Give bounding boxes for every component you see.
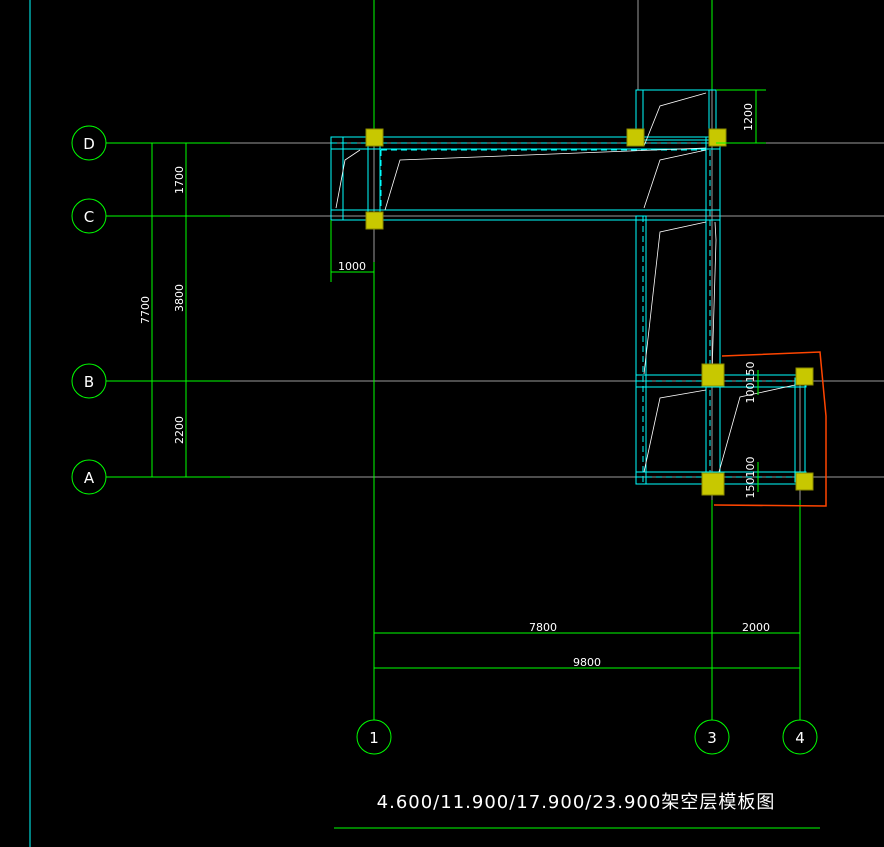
- column-d1: [365, 128, 384, 147]
- row-axis-bubbles: D C B A: [71, 125, 107, 495]
- bubble-a: [71, 459, 107, 495]
- slab-mark-8: [711, 221, 717, 375]
- dim-1000: 1000: [338, 260, 366, 273]
- beam-corridor-left: [635, 215, 647, 485]
- bubble-c-label: C: [84, 208, 94, 226]
- dim-9800: 9800: [573, 656, 601, 669]
- row-axis-lines: [106, 142, 884, 478]
- dim-7800: 7800: [529, 621, 557, 634]
- beam-c: [330, 209, 721, 221]
- column-c1: [365, 211, 384, 230]
- bubble-4: [782, 719, 818, 755]
- beams: [330, 89, 810, 488]
- column-b3: [701, 363, 725, 387]
- bubble-1: [356, 719, 392, 755]
- dim-7700: 7700: [139, 296, 152, 324]
- dim-upper-150: 150: [744, 362, 757, 383]
- slab-mark-6: [335, 149, 361, 209]
- columns: [365, 128, 814, 496]
- highlight-outline: [713, 351, 827, 507]
- dimension-lines: [146, 89, 800, 669]
- slab-mark-5: [643, 389, 707, 473]
- column-a3: [701, 472, 725, 496]
- slab-mark-1: [384, 147, 707, 211]
- dim-upper-100: 100: [744, 383, 757, 404]
- column-b4: [795, 367, 814, 386]
- dim-lower-100: 100: [744, 457, 757, 478]
- column-axis-lines: [373, 0, 801, 720]
- column-d3: [708, 128, 727, 147]
- beam-left-cantilever: [330, 136, 344, 221]
- slab-mark-7: [718, 384, 796, 473]
- bubble-3: [694, 719, 730, 755]
- bubble-1-label: 1: [369, 729, 379, 747]
- bubble-c: [71, 198, 107, 234]
- bubble-d-label: D: [83, 135, 95, 153]
- bubble-d: [71, 125, 107, 161]
- bubble-4-label: 4: [795, 729, 805, 747]
- bubble-b-label: B: [84, 373, 94, 391]
- slab-mark-4: [643, 221, 707, 375]
- axis-extension-lines: [106, 0, 801, 720]
- slab-mark-2: [643, 92, 707, 147]
- dim-1700: 1700: [173, 166, 186, 194]
- beam-axis3: [705, 136, 721, 488]
- column-axis-bubbles: 1 3 4: [356, 719, 818, 755]
- bubble-b: [71, 363, 107, 399]
- beam-top-cantilever: [635, 89, 717, 141]
- drawing-title: 4.600/11.900/17.900/23.900架空层模板图: [377, 792, 776, 813]
- slab-mark-3: [643, 149, 707, 209]
- dim-3800: 3800: [173, 284, 186, 312]
- dim-2200: 2200: [173, 416, 186, 444]
- bubble-a-label: A: [84, 469, 95, 487]
- dim-lower-150: 150: [744, 478, 757, 499]
- bubble-3-label: 3: [707, 729, 717, 747]
- dim-2000: 2000: [742, 621, 770, 634]
- column-a4: [795, 472, 814, 491]
- slab-markings: [335, 92, 796, 473]
- dim-1200: 1200: [742, 103, 755, 131]
- column-d-mid: [626, 128, 645, 147]
